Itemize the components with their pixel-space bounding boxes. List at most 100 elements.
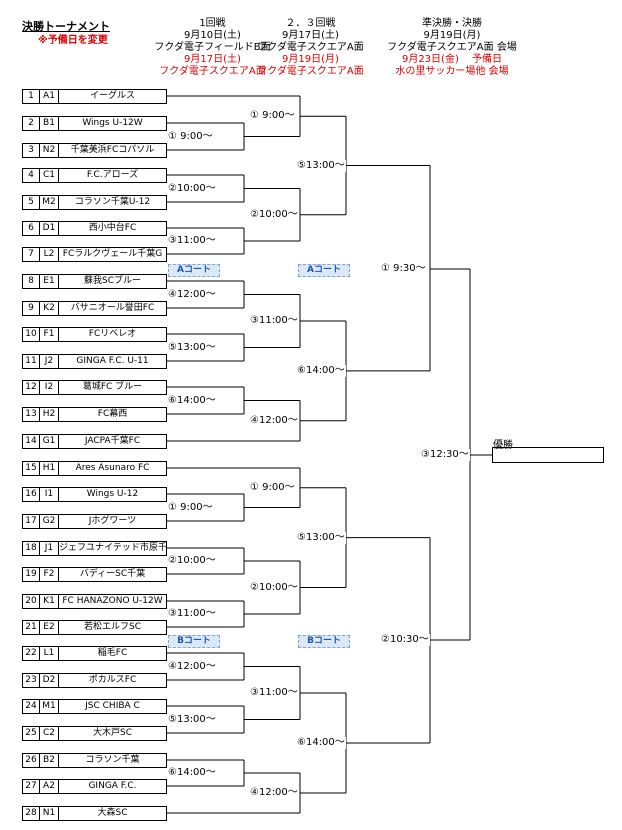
team-number: 6: [23, 222, 40, 235]
team-number: 21: [23, 621, 40, 634]
match-label-r2: ③11:00～: [249, 315, 299, 327]
team-code: C1: [40, 169, 59, 182]
match-label-r2: ① 9:00～: [249, 110, 296, 123]
team-code: N1: [40, 807, 59, 820]
team-number: 19: [23, 568, 40, 581]
team-name: F.C.アローズ: [86, 170, 139, 180]
team-name: 西小中台FC: [88, 223, 137, 233]
team-number: 27: [23, 780, 40, 793]
team-code: B2: [40, 754, 59, 767]
team-name: Ares Asunaro FC: [75, 463, 150, 473]
match-label-r2: ① 9:00～: [249, 481, 296, 494]
match-label-r1: ⑤13:00～: [167, 713, 217, 726]
team-name: バディーSC千葉: [79, 569, 146, 579]
team-number: 5: [23, 196, 40, 209]
team-name: 千葉美浜FCコパソル: [70, 145, 155, 155]
match-label-r3: ⑥14:00～: [296, 364, 346, 377]
team-code: J1: [40, 542, 59, 555]
match-label-r2: ④12:00～: [249, 787, 299, 799]
match-label-r3: ⑥14:00～: [296, 737, 346, 749]
team-code: K1: [40, 595, 59, 608]
team-code: A2: [40, 780, 59, 793]
team-number: 10: [23, 328, 40, 341]
team-number: 25: [23, 727, 40, 740]
match-label-r2: ③11:00～: [249, 687, 299, 699]
winner-box: [492, 447, 604, 463]
team-name: イーグルス: [89, 91, 135, 101]
team-name: Wings U-12W: [82, 118, 143, 128]
team-number: 15: [23, 462, 40, 475]
match-label-r1: ②10:00～: [167, 555, 217, 567]
match-label-r3: ⑤13:00～: [296, 531, 346, 544]
team-code: K2: [40, 302, 59, 315]
team-number: 12: [23, 381, 40, 394]
team-name: JSC CHIBA C: [85, 701, 140, 711]
team-number: 11: [23, 355, 40, 368]
team-name: Wings U-12: [86, 489, 139, 499]
team-number: 20: [23, 595, 40, 608]
match-label-r1: ⑥14:00～: [167, 767, 217, 779]
match-label-r2: ②10:00～: [249, 208, 299, 221]
team-code: M2: [40, 196, 59, 209]
court-a-label-r2: Aコート: [298, 264, 350, 277]
team-number: 1: [23, 90, 40, 103]
winner-label: 優勝: [493, 440, 513, 451]
match-label-semi: ① 9:30～: [380, 263, 427, 275]
team-number: 4: [23, 169, 40, 182]
match-label-r1: ① 9:00～: [167, 501, 214, 514]
team-name: ジェフユナイテッド市原千葉: [59, 543, 166, 553]
team-number: 8: [23, 275, 40, 288]
match-label-r1: ⑥14:00～: [167, 394, 217, 407]
team-code: G1: [40, 435, 59, 448]
team-code: D2: [40, 674, 59, 687]
team-number: 13: [23, 408, 40, 421]
team-name: 大木戸SC: [93, 728, 132, 738]
match-label-r1: ④12:00～: [167, 288, 217, 301]
round23-header: ２．３回戦 9月17日(土) フクダ電子スクエアA面 9月19日(月) フクダ電…: [257, 18, 364, 77]
team-number: 9: [23, 302, 40, 315]
team-number: 14: [23, 435, 40, 448]
team-name: コラソン千葉: [85, 755, 140, 765]
match-label-r1: ③11:00～: [167, 608, 217, 620]
team-code: H1: [40, 462, 59, 475]
match-label-r2: ②10:00～: [249, 581, 299, 594]
team-code: L1: [40, 647, 59, 660]
team-number: 16: [23, 488, 40, 501]
team-code: D1: [40, 222, 59, 235]
team-name: 蘇我SCブルー: [84, 276, 141, 286]
team-name: FCリベレオ: [88, 329, 137, 339]
team-code: F1: [40, 328, 59, 341]
match-label-r2: ④12:00～: [249, 414, 299, 427]
team-code: J2: [40, 355, 59, 368]
schedule-note: ※予備日を変更: [38, 35, 108, 46]
match-label-final: ③12:30～: [420, 449, 470, 461]
team-number: 2: [23, 117, 40, 130]
team-name: JACPA千葉FC: [84, 436, 141, 446]
match-label-semi: ②10:30～: [380, 634, 430, 646]
team-name: コラソン千葉U-12: [74, 197, 151, 207]
team-name: ポカルスFC: [88, 675, 137, 685]
team-code: I1: [40, 488, 59, 501]
final-header: 準決勝・決勝 9月19日(月) フクダ電子スクエアA面 会場 9月23日(金) …: [387, 18, 517, 77]
team-name: FCラルクヴェール千葉G: [62, 249, 163, 259]
match-label-r1: ②10:00～: [167, 182, 217, 195]
team-code: C2: [40, 727, 59, 740]
team-name: 若松エルフSC: [84, 622, 141, 632]
